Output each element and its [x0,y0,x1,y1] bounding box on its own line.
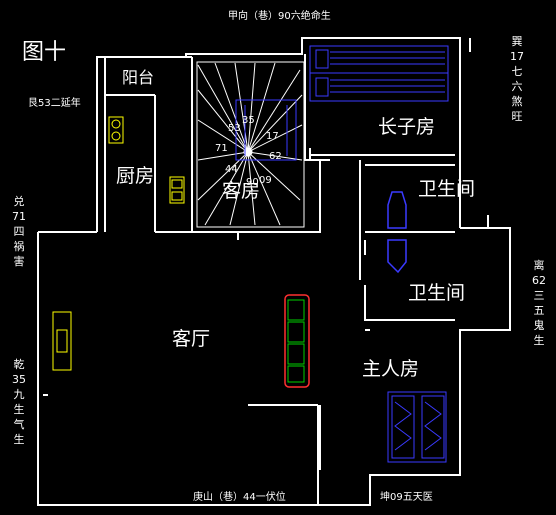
room-master-label: 主人房 [362,358,420,380]
edge-bottom-right-label: 坤09五天医 [380,492,433,503]
figure-label: 图十 [22,40,67,65]
stair-bed [235,99,297,161]
stair-label: 71 [215,143,228,154]
eldest-son-bed [309,45,449,102]
edge-char: 62 [532,274,546,287]
edge-char: 17 [510,50,524,63]
kitchen-fixtures [108,116,185,204]
room-living-label: 客厅 [172,328,211,350]
edge-char: 煞 [511,95,523,108]
bathtubs [387,191,407,274]
stair-label: 90 [246,177,259,188]
edge-char: 祸 [13,240,25,253]
stair-label: 09 [259,175,272,186]
room-guest-label: 客房 [222,180,261,202]
room-bathroom-2-label: 卫生间 [408,282,466,304]
edge-char: 生 [13,403,25,416]
master-bed [387,391,447,463]
edge-char: 九 [13,388,25,401]
edge-char: 五 [533,304,545,317]
edge-char: 四 [13,225,25,238]
edge-left-low-label: 乾 35 九 生 气 生 [12,357,26,447]
edge-char: 鬼 [533,319,545,332]
edge-right-top-label: 巽 17 七 六 煞 旺 [510,34,524,124]
room-kitchen-label: 厨房 [116,165,155,187]
edge-char: 生 [13,433,25,446]
edge-bottom-left-label: 庚山（巷）44一伏位 [193,492,286,503]
edge-char: 离 [533,259,545,272]
edge-char: 害 [13,255,25,268]
edge-left-upper-label: 艮53二延年 [28,98,81,109]
room-bathroom-1-label: 卫生间 [418,178,476,200]
edge-char: 生 [533,334,545,347]
room-eldest-son-label: 长子房 [378,116,436,138]
edge-char: 三 [533,289,545,302]
room-balcony-label: 阳台 [122,68,155,87]
edge-char: 气 [13,418,25,431]
edge-char: 35 [12,373,26,386]
edge-char: 71 [12,210,26,223]
edge-char: 六 [511,80,523,93]
sofa [284,294,310,388]
edge-char: 乾 [13,358,25,371]
stair-label: 62 [269,151,282,162]
stair-label: 35 [242,115,255,126]
walls [37,37,511,506]
stair-label: 53 [228,123,241,134]
edge-char: 兑 [13,195,25,208]
staircase [196,61,305,228]
stair-label: 17 [266,131,279,142]
stair-label: 44 [225,164,238,175]
edge-top-label: 甲向（巷）90六绝命生 [228,11,331,22]
edge-right-mid-label: 离 62 三 五 鬼 生 [532,258,546,348]
edge-char: 七 [511,65,523,78]
edge-left-mid-label: 兑 71 四 祸 害 [12,194,26,269]
edge-char: 旺 [511,110,523,123]
edge-char: 巽 [511,35,523,48]
cabinet [52,311,72,371]
